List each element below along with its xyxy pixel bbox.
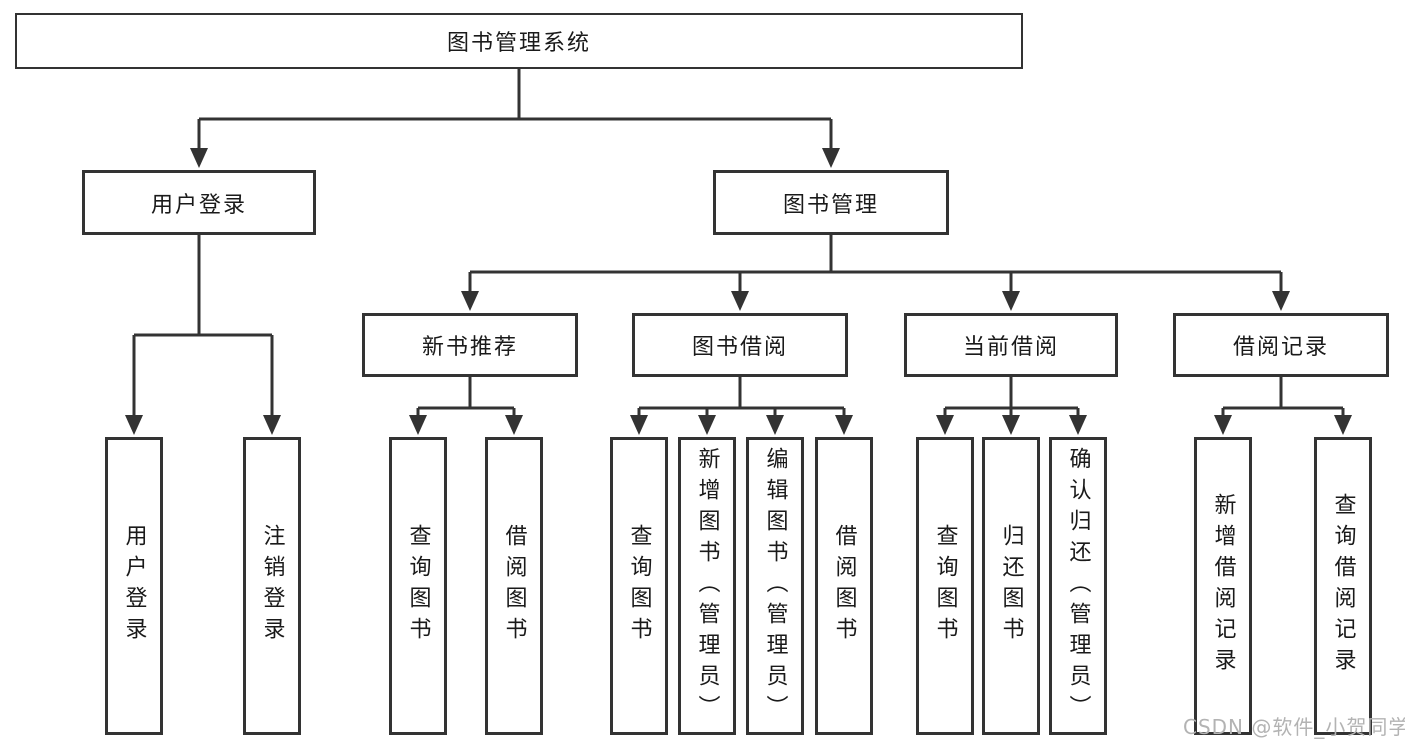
leaf-user-login: 用户登录 <box>105 437 163 735</box>
leaf-confirm-return-admin: 确认归还（管理员） <box>1049 437 1107 735</box>
leaf-label: 编辑图书（管理员） <box>762 446 788 726</box>
leaf-label: 注销登录 <box>259 524 285 648</box>
csdn-watermark: CSDN @软件_小贺同学 <box>1183 715 1405 739</box>
node-label: 新书推荐 <box>421 335 518 360</box>
node-new-book-recommend: 新书推荐 <box>362 313 578 377</box>
leaf-add-book-admin: 新增图书（管理员） <box>678 437 736 735</box>
node-label: 借阅记录 <box>1232 335 1329 360</box>
leaf-label: 确认归还（管理员） <box>1065 446 1091 726</box>
node-book-management: 图书管理 <box>713 170 949 235</box>
node-label: 当前借阅 <box>962 335 1059 360</box>
leaf-label: 新增借阅记录 <box>1210 493 1236 679</box>
leaf-query-book-recommend: 查询图书 <box>389 437 447 735</box>
leaf-query-book-borrowing: 查询图书 <box>610 437 668 735</box>
leaf-label: 归还图书 <box>998 524 1024 648</box>
node-user-login: 用户登录 <box>82 170 316 235</box>
node-library-management-system: 图书管理系统 <box>15 13 1023 69</box>
leaf-return-book: 归还图书 <box>982 437 1040 735</box>
leaf-borrow-book-recommend: 借阅图书 <box>485 437 543 735</box>
node-borrow-records: 借阅记录 <box>1173 313 1389 377</box>
node-book-borrowing: 图书借阅 <box>632 313 848 377</box>
leaf-logout: 注销登录 <box>243 437 301 735</box>
leaf-label: 新增图书（管理员） <box>694 446 720 726</box>
leaf-label: 借阅图书 <box>501 524 527 648</box>
node-label: 图书借阅 <box>691 335 788 360</box>
node-label: 用户登录 <box>150 192 247 218</box>
arrowheads <box>125 148 1352 435</box>
leaf-label: 查询图书 <box>932 524 958 648</box>
leaf-label: 查询图书 <box>626 524 652 648</box>
leaf-label: 查询借阅记录 <box>1330 493 1356 679</box>
leaf-borrow-book: 借阅图书 <box>815 437 873 735</box>
leaf-label: 查询图书 <box>405 524 431 648</box>
leaf-query-book-current: 查询图书 <box>916 437 974 735</box>
node-label: 图书管理 <box>782 192 879 218</box>
leaf-label: 用户登录 <box>121 524 147 648</box>
leaf-edit-book-admin: 编辑图书（管理员） <box>746 437 804 735</box>
leaf-add-borrow-record: 新增借阅记录 <box>1194 437 1252 735</box>
leaf-label: 借阅图书 <box>831 524 857 648</box>
node-current-borrowing: 当前借阅 <box>904 313 1118 377</box>
leaf-query-borrow-record: 查询借阅记录 <box>1314 437 1372 735</box>
node-label: 图书管理系统 <box>446 31 591 56</box>
